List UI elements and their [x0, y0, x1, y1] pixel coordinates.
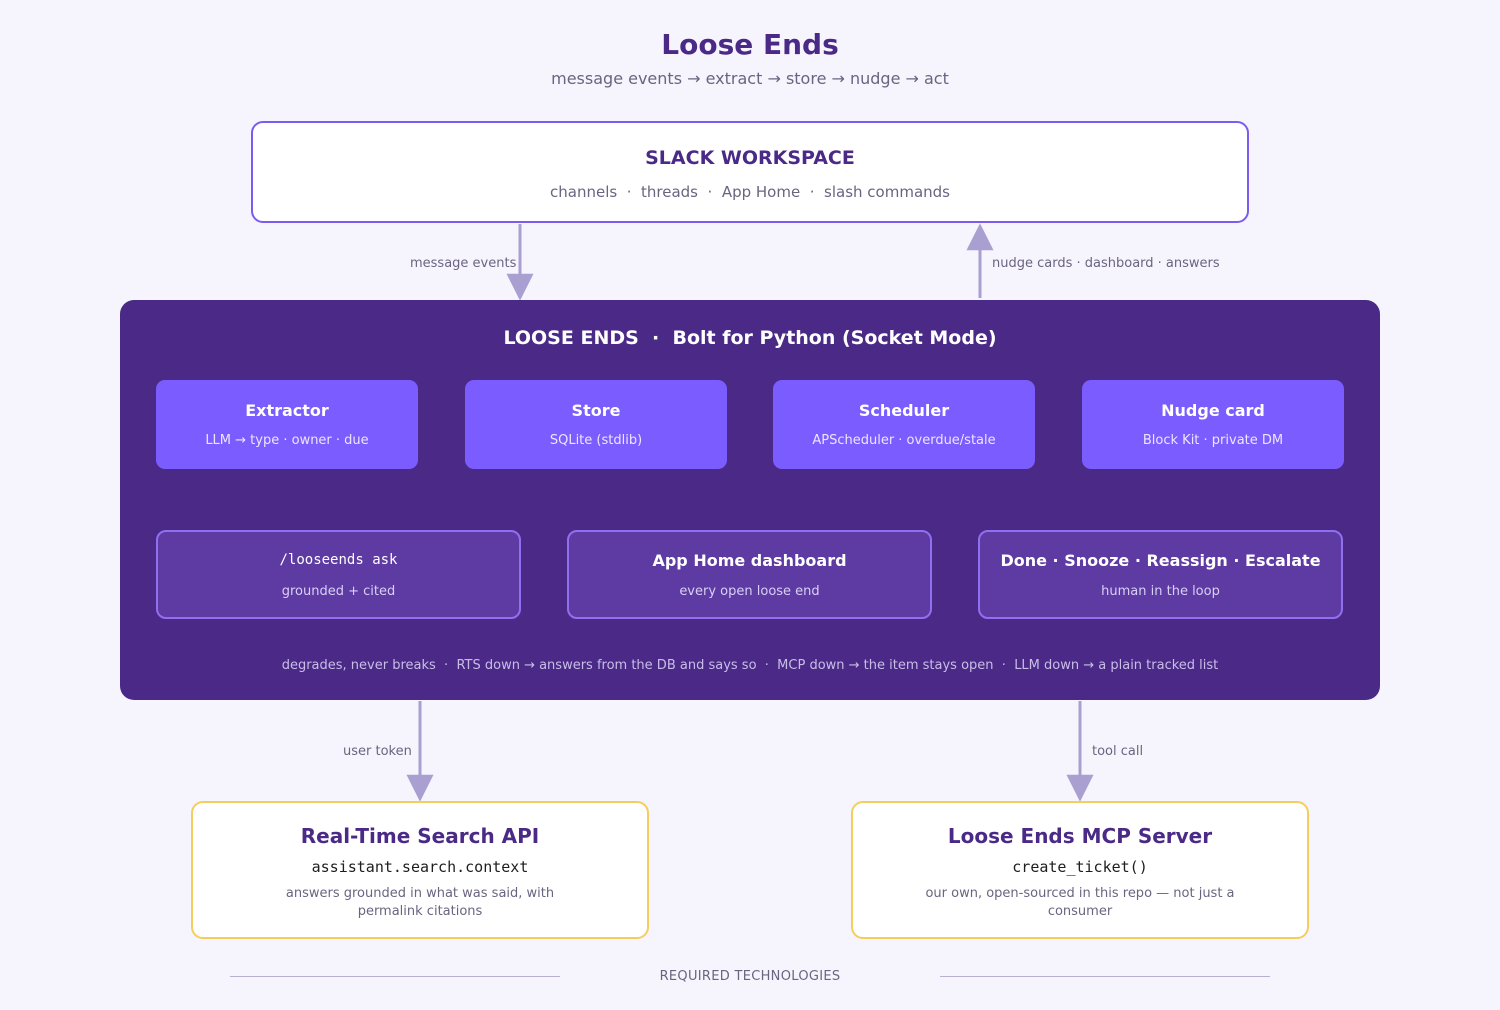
- required-technologies-label: REQUIRED TECHNOLOGIES: [659, 969, 841, 984]
- feature-looseends-ask: /looseends ask grounded + cited: [156, 530, 521, 619]
- stage-nudge-card: Nudge card Block Kit · private DM: [1082, 380, 1344, 469]
- edge-label-tool-call: tool call: [1092, 744, 1144, 759]
- stage-subtitle: LLM → type · owner · due: [205, 433, 369, 448]
- degrade-note: degrades, never breaks · RTS down → answ…: [281, 658, 1219, 673]
- stage-extractor: Extractor LLM → type · owner · due: [156, 380, 418, 469]
- footer-rule-right: [940, 976, 1270, 977]
- stage-subtitle: APScheduler · overdue/stale: [812, 433, 996, 448]
- edge-label-user-token: user token: [343, 744, 412, 759]
- stage-title: Extractor: [245, 401, 329, 420]
- feature-subtitle: human in the loop: [1101, 584, 1220, 599]
- stage-title: Nudge card: [1161, 401, 1265, 420]
- feature-app-home-dashboard: App Home dashboard every open loose end: [567, 530, 932, 619]
- external-description: our own, open-sourced in this repo — not…: [925, 886, 1235, 919]
- stage-subtitle: Block Kit · private DM: [1142, 433, 1284, 448]
- feature-title: /looseends ask: [279, 552, 398, 568]
- stage-scheduler: Scheduler APScheduler · overdue/stale: [773, 380, 1035, 469]
- feature-subtitle: grounded + cited: [281, 584, 396, 599]
- loose-ends-core-box: LOOSE ENDS · Bolt for Python (Socket Mod…: [120, 300, 1380, 700]
- mcp-server-box: Loose Ends MCP Server create_ticket() ou…: [851, 801, 1309, 939]
- external-code: assistant.search.context: [311, 858, 529, 876]
- edge-label-nudge-cards: nudge cards · dashboard · answers: [992, 256, 1220, 271]
- external-description: answers grounded in what was said, with …: [285, 886, 555, 919]
- stage-title: Store: [571, 401, 621, 420]
- page-subtitle: message events → extract → store → nudge…: [551, 69, 949, 88]
- stage-subtitle: SQLite (stdlib): [549, 433, 643, 448]
- footer-rule-left: [230, 976, 560, 977]
- external-code: create_ticket(): [1012, 858, 1148, 876]
- external-title: Loose Ends MCP Server: [947, 824, 1213, 848]
- page-title: Loose Ends: [661, 28, 839, 61]
- slack-workspace-subtitle: channels · threads · App Home · slash co…: [550, 183, 950, 201]
- external-title: Real-Time Search API: [300, 824, 540, 848]
- feature-subtitle: every open loose end: [679, 584, 820, 599]
- slack-workspace-box: SLACK WORKSPACE channels · threads · App…: [251, 121, 1249, 223]
- core-title: LOOSE ENDS · Bolt for Python (Socket Mod…: [503, 327, 997, 349]
- feature-title: App Home dashboard: [652, 551, 847, 570]
- slack-workspace-title: SLACK WORKSPACE: [645, 147, 855, 169]
- stage-title: Scheduler: [858, 401, 950, 420]
- feature-title: Done · Snooze · Reassign · Escalate: [1000, 551, 1321, 570]
- stage-store: Store SQLite (stdlib): [465, 380, 727, 469]
- edge-label-message-events: message events: [410, 256, 517, 271]
- real-time-search-api-box: Real-Time Search API assistant.search.co…: [191, 801, 649, 939]
- feature-actions: Done · Snooze · Reassign · Escalate huma…: [978, 530, 1343, 619]
